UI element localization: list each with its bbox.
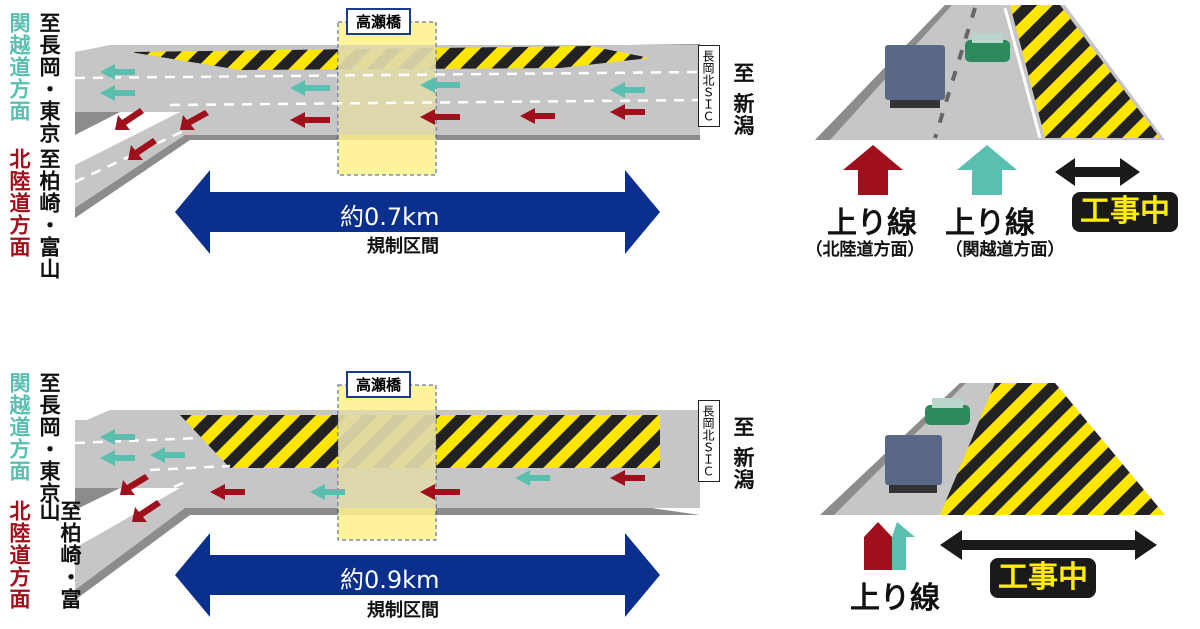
to-niigata: 至 新潟 bbox=[731, 62, 755, 137]
restriction-label: 規制区間 bbox=[367, 236, 439, 257]
to-kashiwazaki: 至柏崎・富山 bbox=[37, 500, 82, 610]
distance-label: 約0.7km bbox=[340, 203, 440, 231]
restriction-arrow bbox=[175, 170, 660, 254]
double-arrow bbox=[940, 530, 1157, 560]
to-nagaoka: 至長岡・東京 bbox=[37, 12, 61, 144]
distance-label: 約0.9km bbox=[340, 566, 440, 594]
to-niigata: 至 新潟 bbox=[731, 416, 755, 491]
legend-line: 上り線 bbox=[850, 581, 940, 616]
construction-badge: 工事中 bbox=[1072, 192, 1178, 232]
legend-line2: 上り線 bbox=[945, 206, 1035, 241]
truck-icon bbox=[885, 435, 942, 493]
double-arrow bbox=[1055, 158, 1140, 186]
sic-label: 長岡北ＳＩＣ bbox=[698, 45, 720, 127]
road-map-bottom bbox=[74, 384, 700, 617]
legend-line1-sub: （北陸道方面） bbox=[805, 240, 925, 260]
up-arrow-kanetsu bbox=[957, 145, 1017, 195]
kanetsu-arrows bbox=[100, 64, 645, 101]
road-map-top bbox=[74, 21, 701, 254]
construction-zone bbox=[1010, 5, 1160, 138]
kanetsu-direction: 関越道方面 bbox=[7, 372, 31, 482]
up-arrow-hokuriku bbox=[864, 522, 892, 570]
up-arrow-hokuriku bbox=[843, 145, 903, 195]
hokuriku-direction: 北陸道方面 bbox=[7, 148, 31, 258]
up-arrow-kanetsu bbox=[892, 522, 915, 570]
car-icon bbox=[965, 33, 1010, 62]
car-icon bbox=[925, 398, 970, 425]
to-kashiwazaki: 至柏崎・富山 bbox=[37, 148, 61, 280]
hokuriku-direction: 北陸道方面 bbox=[7, 500, 31, 610]
truck-icon bbox=[885, 45, 945, 108]
kanetsu-direction: 関越道方面 bbox=[7, 12, 31, 122]
restriction-arrow bbox=[175, 533, 660, 617]
construction-badge: 工事中 bbox=[990, 558, 1096, 598]
perspective-top bbox=[815, 5, 1165, 195]
to-nagaoka: 至長岡・東京 bbox=[37, 372, 61, 504]
hokuriku-arrows bbox=[120, 470, 645, 522]
legend-line2-sub: （関越道方面） bbox=[945, 240, 1065, 260]
restriction-label: 規制区間 bbox=[367, 600, 439, 621]
perspective-bottom bbox=[820, 383, 1165, 570]
sic-label: 長岡北ＳＩＣ bbox=[698, 400, 720, 482]
construction-zone bbox=[940, 383, 1165, 515]
hokuriku-arrows bbox=[115, 104, 645, 160]
kanetsu-arrows bbox=[100, 429, 550, 500]
bridge-label: 高瀬橋 bbox=[346, 371, 412, 398]
bridge-label: 高瀬橋 bbox=[346, 8, 412, 35]
legend-line1: 上り線 bbox=[827, 206, 917, 241]
